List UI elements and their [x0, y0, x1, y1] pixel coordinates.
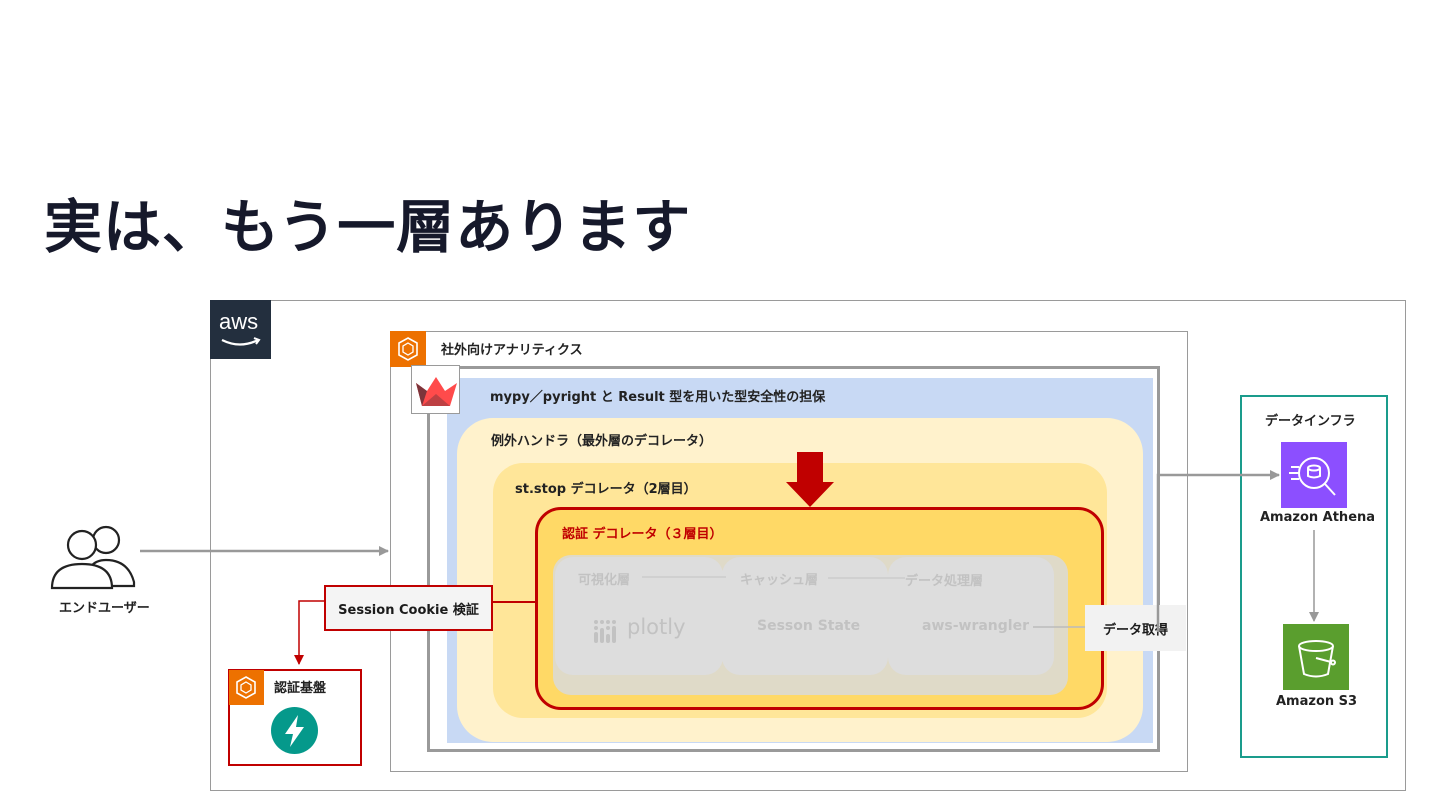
ecs-icon [390, 331, 426, 367]
fastapi-icon [271, 707, 318, 754]
s3-label: Amazon S3 [1276, 694, 1358, 709]
external-analytics-group [390, 331, 1188, 772]
st-stop-label: st.stop デコレータ（2層目） [515, 482, 697, 497]
end-user-label: エンドユーザー [59, 601, 150, 616]
type-safety-label: mypy／pyright と Result 型を用いた型安全性の担保 [490, 390, 826, 405]
aws-logo: aws [210, 300, 271, 359]
down-red-arrow [786, 452, 834, 507]
streamlit-logo-box [411, 365, 460, 414]
plotly-wordmark: plotly [627, 615, 686, 639]
visualization-label: 可視化層 [578, 573, 631, 588]
data-processing-layer [888, 557, 1054, 675]
athena-label: Amazon Athena [1260, 510, 1376, 525]
cache-layer [722, 557, 888, 675]
session-cookie-check: Session Cookie 検証 [324, 585, 493, 631]
data-infra-group [1240, 395, 1388, 758]
external-analytics-label: 社外向けアナリティクス [441, 343, 583, 358]
data-infra-label: データインフラ [1265, 414, 1356, 429]
fetch-to-athena-arrow [1156, 470, 1280, 632]
aws-logo-text: aws [219, 309, 259, 334]
session-state-text: Sesson State [757, 618, 861, 634]
page-title: 実は、もう一層あります [44, 193, 692, 261]
s3-icon [1283, 624, 1349, 690]
exception-handler-label: 例外ハンドラ（最外層のデコレータ） [491, 434, 713, 449]
streamlit-icon [416, 377, 457, 406]
aws-cloud-container [210, 300, 1406, 791]
users-icon [50, 525, 136, 590]
cookie-to-authbase-arrow [294, 600, 324, 665]
data-processing-label: データ処理層 [905, 574, 984, 589]
data-fetch-label: データ取得 [1085, 605, 1186, 651]
cache-label: キャッシュ層 [740, 573, 819, 588]
athena-icon [1281, 442, 1347, 508]
auth-decorator-label: 認証 デコレータ（３層目） [562, 527, 723, 542]
plotly-icon [594, 620, 616, 643]
auth-base-label: 認証基盤 [274, 681, 327, 696]
aws-smile-icon [221, 337, 261, 346]
aws-wrangler-text: aws-wrangler [922, 618, 1029, 634]
ecs-icon [229, 670, 264, 705]
